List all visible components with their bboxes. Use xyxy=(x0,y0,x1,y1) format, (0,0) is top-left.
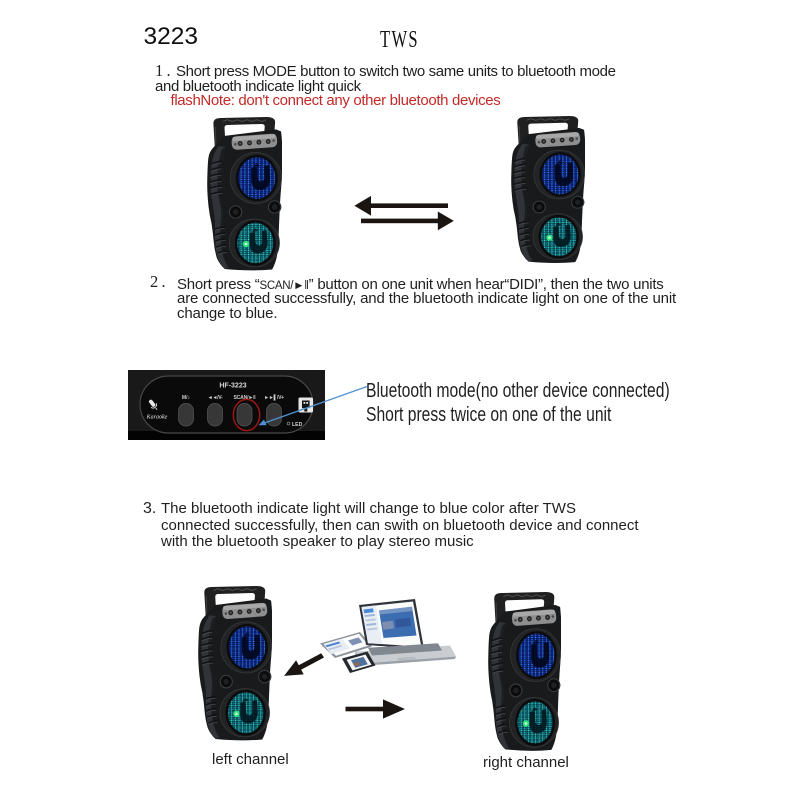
svg-text:SCAN/►‖: SCAN/►‖ xyxy=(233,395,256,401)
svg-text:LED: LED xyxy=(292,422,303,428)
svg-text:HF-3223: HF-3223 xyxy=(219,383,246,390)
svg-text:►►▌/V+: ►►▌/V+ xyxy=(264,394,284,401)
svg-text:Karaoke: Karaoke xyxy=(146,415,168,421)
svg-text:◄◄/V-: ◄◄/V- xyxy=(208,395,223,401)
svg-text:M/♪: M/♪ xyxy=(182,395,191,401)
